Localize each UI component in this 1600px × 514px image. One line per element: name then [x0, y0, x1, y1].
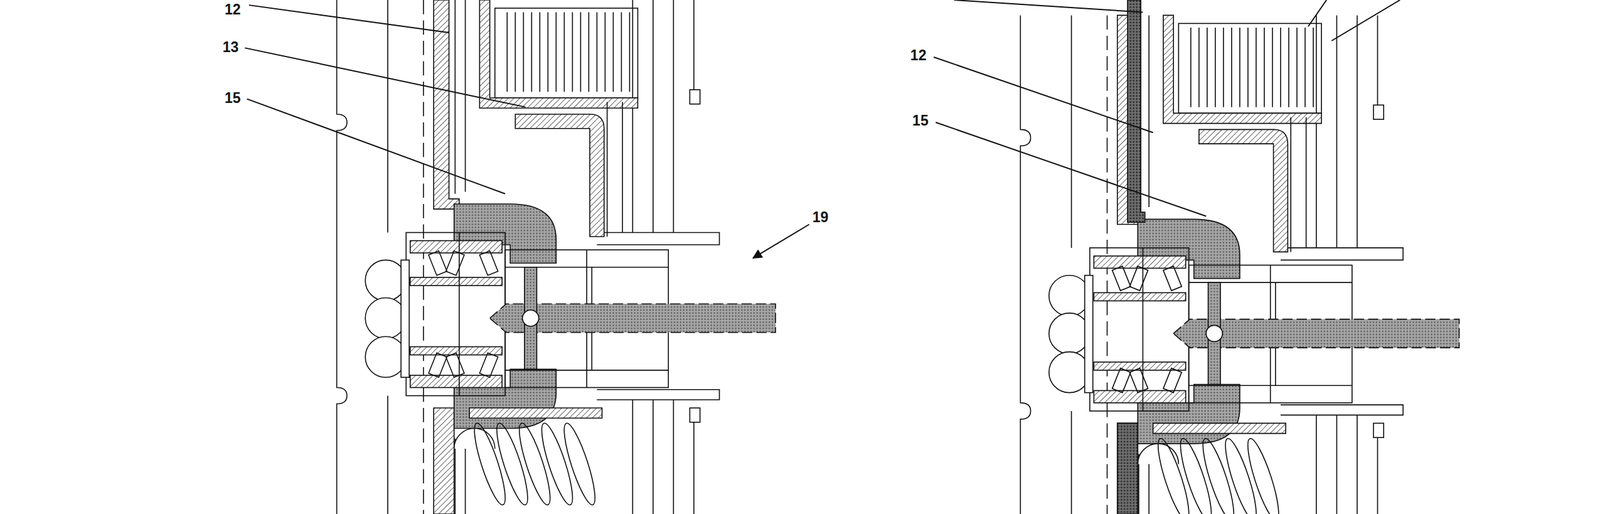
leader-line — [954, 0, 1144, 13]
callout-number: 12 — [910, 47, 927, 63]
callout-number: 19 — [812, 210, 829, 225]
callout-number: 13 — [222, 39, 240, 54]
callout-number: 15 — [224, 90, 241, 106]
plate-highlight — [1117, 422, 1139, 514]
leader-line — [933, 57, 1154, 133]
clutch-section-left — [336, 0, 776, 514]
plate-highlight — [1127, 0, 1146, 223]
callout-number: 15 — [912, 112, 929, 128]
leader-line — [935, 122, 1206, 217]
clutch-section-right — [1020, 15, 1459, 514]
leader-line — [1308, 0, 1327, 27]
leader-arrow — [752, 224, 809, 259]
callout-number: 12 — [224, 1, 241, 17]
leader-line — [1331, 0, 1400, 41]
leader-line — [244, 47, 526, 107]
leader-line — [249, 5, 450, 33]
leader-line — [247, 99, 506, 194]
